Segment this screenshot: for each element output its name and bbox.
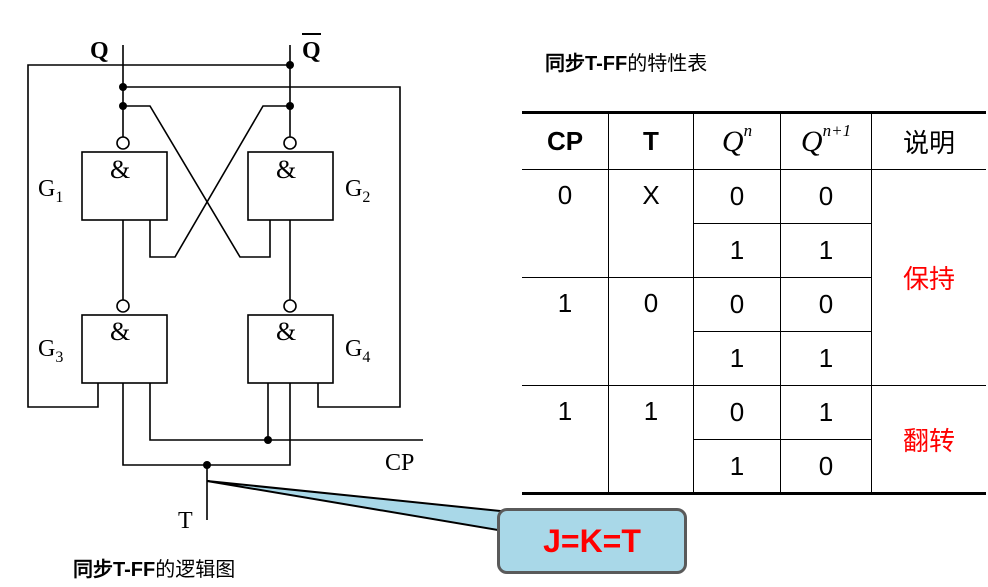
cell-cp: 1	[522, 277, 609, 386]
q-label: Q	[90, 38, 109, 64]
table-row: 0 X 0 0 保持	[522, 169, 986, 386]
cell-cp: 0	[522, 169, 609, 278]
gate-g3-symbol: &	[110, 317, 130, 346]
note-toggle: 翻转	[871, 385, 986, 495]
cell-qn1: 0	[780, 169, 872, 224]
diagram-caption: 同步T-FF的逻辑图	[73, 557, 236, 581]
header-note: 说明	[871, 111, 986, 170]
table-header-row: CP T Qn Qn+1 说明	[522, 111, 986, 170]
cp-wire	[149, 383, 423, 441]
gate-g2-symbol: &	[276, 155, 296, 184]
junction-dot	[286, 61, 294, 69]
junction-dot	[286, 102, 294, 110]
junction-dot	[203, 461, 211, 469]
header-cp: CP	[522, 111, 609, 170]
cell-cp: 1	[522, 385, 609, 495]
table-row: 1 0	[522, 439, 986, 495]
cell-qn1: 1	[780, 331, 872, 386]
qbar-label: Q	[302, 38, 321, 64]
gate-g3-label: G3	[38, 336, 63, 366]
g3-inversion-bubble	[116, 299, 130, 313]
gate-g3-box	[81, 314, 168, 384]
t-bus-wire	[122, 383, 291, 466]
table-row: 1 0 0 0	[522, 277, 986, 386]
table-row: 1 1	[522, 331, 986, 386]
table-title: 同步T-FF的特性表	[545, 51, 708, 75]
g4-inversion-bubble	[283, 299, 297, 313]
cell-t: X	[608, 169, 694, 278]
cell-qn1: 1	[780, 223, 872, 278]
cell-t: 1	[608, 385, 694, 495]
jk-callout: J=K=T	[497, 508, 687, 574]
gate-g1-symbol: &	[110, 155, 130, 184]
g1-inversion-bubble	[116, 136, 130, 150]
cell-qn: 0	[693, 385, 781, 440]
gate-g4-symbol: &	[276, 317, 296, 346]
gate-g4-label: G4	[345, 336, 370, 366]
header-qn1: Qn+1	[780, 111, 872, 170]
t-label: T	[178, 508, 193, 534]
table-row: 1 1 0 1 翻转	[522, 385, 986, 495]
cell-qn1: 0	[780, 277, 872, 332]
gate-g1-box	[81, 151, 168, 221]
q-feedback-loop	[27, 64, 290, 408]
g2-inversion-bubble	[283, 136, 297, 150]
cell-qn: 1	[693, 331, 781, 386]
cell-qn1: 1	[780, 385, 872, 440]
cross-q-to-g2	[123, 105, 271, 258]
cell-qn: 0	[693, 277, 781, 332]
gate-g2-label: G2	[345, 176, 370, 206]
cell-qn1: 0	[780, 439, 872, 495]
junction-dot	[119, 102, 127, 110]
characteristic-table: CP T Qn Qn+1 说明 0 X 0 0 保持 1 1 1 0 0 0 1…	[522, 111, 986, 495]
cell-qn: 0	[693, 169, 781, 224]
cell-qn: 1	[693, 223, 781, 278]
header-t: T	[608, 111, 694, 170]
junction-dot	[264, 436, 272, 444]
note-hold: 保持	[871, 169, 986, 386]
cell-qn: 1	[693, 439, 781, 495]
cp-label: CP	[385, 450, 414, 476]
callout-pointer	[206, 480, 511, 534]
gate-g1-label: G1	[38, 176, 63, 206]
qbar-feedback-loop	[123, 86, 401, 408]
table-row: 1 1	[522, 223, 986, 278]
cross-qbar-to-g1	[149, 105, 290, 258]
cell-t: 0	[608, 277, 694, 386]
junction-dot	[119, 83, 127, 91]
header-qn: Qn	[693, 111, 781, 170]
